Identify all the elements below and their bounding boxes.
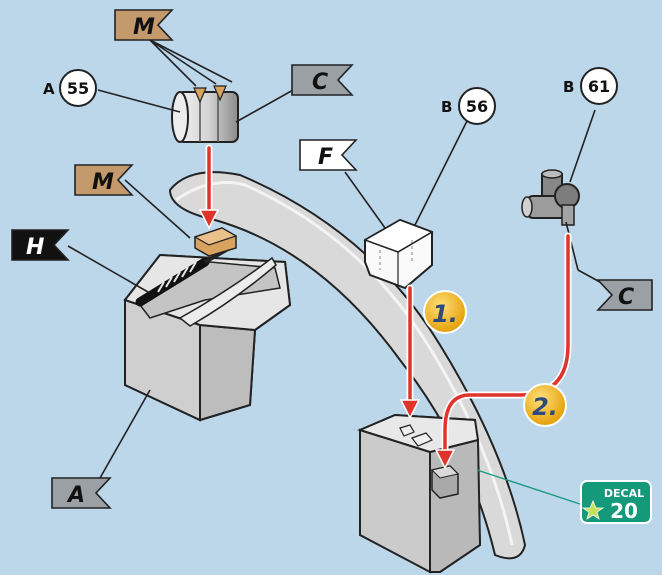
flag-a-bottom-label: A bbox=[66, 483, 85, 508]
flag-m-top-label: M bbox=[133, 15, 155, 40]
callout-b61: B 61 bbox=[563, 67, 618, 105]
arrowhead-2 bbox=[399, 399, 421, 420]
step-badge-1-label: 1. bbox=[432, 300, 458, 328]
step-badge-2: 2. bbox=[523, 383, 567, 427]
flag-c-top: C bbox=[291, 64, 354, 96]
decal-number: 20 bbox=[610, 499, 638, 523]
flag-m-top: M bbox=[114, 9, 174, 41]
decal-badge: DECAL 20 bbox=[580, 480, 652, 524]
flag-m-mid-label: M bbox=[92, 170, 114, 195]
decal-leader bbox=[476, 469, 584, 506]
arrowhead-1 bbox=[198, 209, 220, 230]
flag-h: H bbox=[11, 229, 70, 261]
step-badge-2-label: 2. bbox=[532, 393, 558, 421]
tan-block-part bbox=[193, 227, 238, 257]
flag-h-label: H bbox=[26, 235, 44, 260]
callout-b56-number: 56 bbox=[466, 97, 488, 116]
arrow-connector-to-socket bbox=[443, 234, 570, 457]
flag-c-right-label: C bbox=[618, 285, 634, 310]
lower-housing bbox=[357, 413, 482, 574]
flag-m-mid: M bbox=[74, 164, 134, 196]
callout-a55-letter: A bbox=[43, 80, 55, 98]
white-block-part bbox=[363, 218, 434, 290]
callout-a55-number: 55 bbox=[67, 79, 89, 98]
cylinder-part bbox=[171, 85, 239, 143]
main-housing bbox=[123, 253, 292, 422]
flag-f: F bbox=[299, 139, 358, 171]
flag-f-label: F bbox=[318, 145, 333, 170]
step-badge-1: 1. bbox=[423, 290, 467, 334]
callout-b61-number: 61 bbox=[588, 77, 610, 96]
callout-b56: B 56 bbox=[441, 87, 496, 125]
flag-c-top-label: C bbox=[312, 70, 328, 95]
callout-a55: A 55 bbox=[43, 69, 97, 107]
flag-a-bottom: A bbox=[51, 477, 112, 509]
flag-c-right: C bbox=[596, 279, 653, 311]
arrowhead-3 bbox=[434, 449, 456, 470]
connector-part bbox=[521, 169, 580, 226]
curved-panel-edge bbox=[175, 181, 514, 546]
callout-b56-letter: B bbox=[441, 98, 452, 116]
callout-b61-letter: B bbox=[563, 78, 574, 96]
star-icon bbox=[581, 499, 605, 520]
decal-label: DECAL bbox=[604, 487, 644, 500]
